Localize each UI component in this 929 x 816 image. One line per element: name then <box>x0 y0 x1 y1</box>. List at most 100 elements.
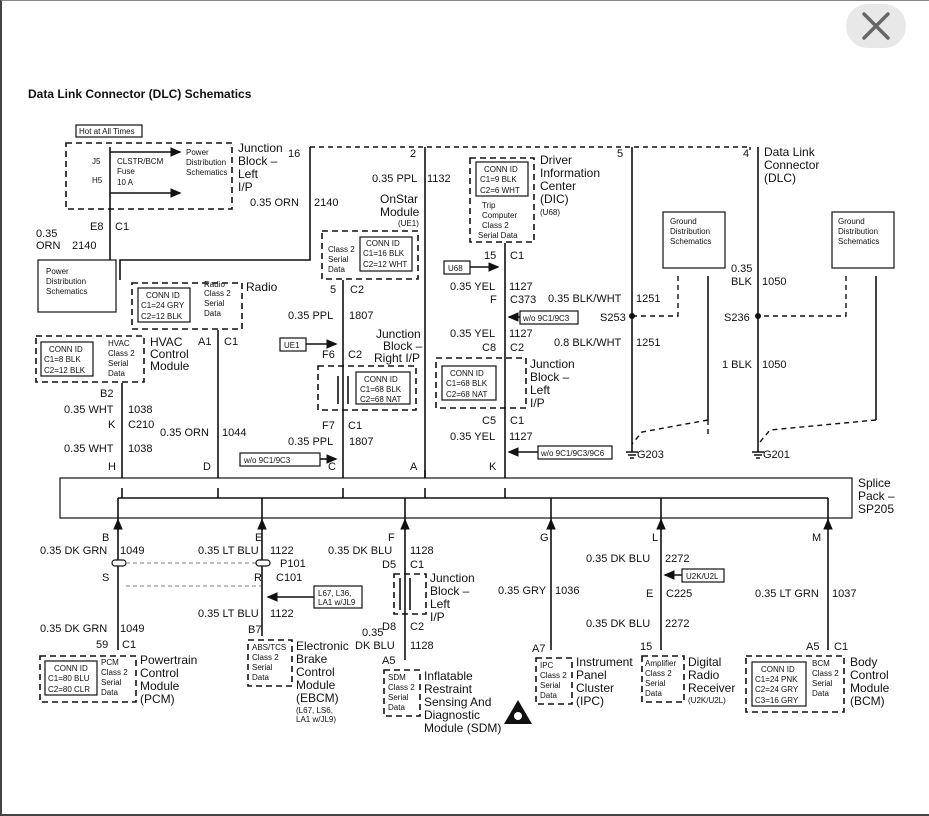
svg-text:ABS/TCS: ABS/TCS <box>252 643 286 652</box>
svg-text:Information: Information <box>540 166 600 180</box>
svg-text:DK BLU: DK BLU <box>355 640 395 652</box>
svg-text:Serial: Serial <box>645 679 666 688</box>
svg-text:0.35 YEL: 0.35 YEL <box>450 431 495 443</box>
svg-text:Driver: Driver <box>540 153 572 167</box>
svg-text:Ground: Ground <box>838 217 865 226</box>
svg-text:C2=80 CLR: C2=80 CLR <box>48 685 90 694</box>
svg-text:Serial: Serial <box>540 681 561 690</box>
onstar-module-box <box>321 230 419 280</box>
svg-text:C3=16 GRY: C3=16 GRY <box>755 696 799 705</box>
svg-text:10 A: 10 A <box>117 178 134 187</box>
svg-text:Block –: Block – <box>238 154 278 168</box>
svg-text:HVAC: HVAC <box>108 339 130 348</box>
svg-text:Receiver: Receiver <box>688 681 735 695</box>
svg-text:C225: C225 <box>666 588 692 600</box>
svg-text:(L67, LS6,: (L67, LS6, <box>296 706 333 715</box>
svg-text:Distribution: Distribution <box>186 158 226 167</box>
svg-text:0.35 DK BLU: 0.35 DK BLU <box>586 553 650 565</box>
svg-text:C1=9 BLK: C1=9 BLK <box>480 175 517 184</box>
svg-text:E8: E8 <box>90 221 103 233</box>
svg-text:0.35 DK BLU: 0.35 DK BLU <box>328 545 392 557</box>
svg-text:PCM: PCM <box>101 658 119 667</box>
digital-radio-receiver-box <box>641 655 685 703</box>
svg-text:C1=68 BLK: C1=68 BLK <box>446 379 488 388</box>
svg-text:F: F <box>490 294 497 306</box>
svg-text:ORN: ORN <box>36 240 61 252</box>
svg-text:5: 5 <box>330 284 336 296</box>
svg-text:1122: 1122 <box>270 608 294 620</box>
svg-text:0.35 ORN: 0.35 ORN <box>250 197 299 209</box>
svg-text:1038: 1038 <box>128 443 152 455</box>
svg-text:Data: Data <box>388 703 405 712</box>
svg-text:G203: G203 <box>637 449 664 461</box>
svg-text:C2=12 BLK: C2=12 BLK <box>141 312 183 321</box>
svg-text:C: C <box>328 461 336 473</box>
svg-text:Radio: Radio <box>204 280 225 289</box>
svg-text:Data: Data <box>204 309 221 318</box>
svg-text:Power: Power <box>186 148 209 157</box>
svg-text:w/o 9C1/9C3: w/o 9C1/9C3 <box>522 314 570 323</box>
hot-at-all-times-box <box>75 124 143 138</box>
svg-text:SDM: SDM <box>388 673 406 682</box>
ground-distribution-box-2 <box>831 211 895 269</box>
svg-text:C1: C1 <box>410 559 424 571</box>
svg-text:(UE1): (UE1) <box>398 219 419 228</box>
svg-text:S: S <box>102 572 109 584</box>
svg-text:Control: Control <box>150 347 189 361</box>
svg-text:Data: Data <box>108 369 125 378</box>
svg-text:2272: 2272 <box>665 618 689 630</box>
svg-text:Left: Left <box>238 167 259 181</box>
svg-text:C2=68 NAT: C2=68 NAT <box>360 395 402 404</box>
svg-text:1251: 1251 <box>636 293 660 305</box>
svg-text:59: 59 <box>96 639 108 651</box>
svg-text:1049: 1049 <box>120 623 144 635</box>
svg-text:A7: A7 <box>532 643 545 655</box>
svg-text:LA1 w/JL9: LA1 w/JL9 <box>318 598 356 607</box>
svg-text:C1: C1 <box>122 639 136 651</box>
svg-text:Serial: Serial <box>204 299 225 308</box>
svg-text:Connector: Connector <box>764 158 819 172</box>
svg-text:C2=6 WHT: C2=6 WHT <box>480 186 520 195</box>
svg-text:Distribution: Distribution <box>670 227 710 236</box>
sdm-module-box <box>383 669 421 717</box>
svg-text:1251: 1251 <box>636 337 660 349</box>
svg-text:1038: 1038 <box>128 404 152 416</box>
svg-text:Body: Body <box>850 655 877 669</box>
svg-text:Block –: Block – <box>530 370 570 384</box>
ipc-module-box <box>535 657 573 705</box>
svg-text:(EBCM): (EBCM) <box>296 691 339 705</box>
svg-text:G: G <box>540 532 549 544</box>
svg-text:Module: Module <box>380 205 420 219</box>
svg-text:B: B <box>102 532 109 544</box>
svg-text:0.35 BLK/WHT: 0.35 BLK/WHT <box>548 293 622 305</box>
svg-text:Electronic: Electronic <box>296 639 349 653</box>
svg-text:Data: Data <box>812 689 829 698</box>
svg-text:C1: C1 <box>834 641 848 653</box>
svg-text:F7: F7 <box>322 420 335 432</box>
svg-text:(BCM): (BCM) <box>850 694 885 708</box>
svg-text:C101: C101 <box>276 572 302 584</box>
svg-text:Panel: Panel <box>576 668 607 682</box>
svg-text:D: D <box>203 461 211 473</box>
svg-text:(IPC): (IPC) <box>576 694 604 708</box>
svg-text:1128: 1128 <box>410 545 434 557</box>
svg-text:Diagnostic: Diagnostic <box>424 708 480 722</box>
svg-text:Class 2: Class 2 <box>482 221 509 230</box>
svg-text:CONN ID: CONN ID <box>54 664 88 673</box>
svg-text:C2=68 NAT: C2=68 NAT <box>446 390 488 399</box>
svg-text:C2: C2 <box>410 621 424 633</box>
svg-text:Control: Control <box>296 665 335 679</box>
ground-distribution-box-1 <box>662 211 726 269</box>
svg-text:Class 2: Class 2 <box>101 668 128 677</box>
svg-text:BLK: BLK <box>731 276 752 288</box>
svg-text:Junction: Junction <box>376 327 421 341</box>
svg-text:Class 2: Class 2 <box>328 245 355 254</box>
svg-text:Class 2: Class 2 <box>645 669 672 678</box>
svg-text:0.35: 0.35 <box>731 263 752 275</box>
svg-text:C8: C8 <box>482 342 496 354</box>
close-button[interactable] <box>846 4 906 48</box>
svg-text:Junction: Junction <box>238 141 283 155</box>
svg-text:CONN ID: CONN ID <box>450 369 484 378</box>
svg-text:Amplifier: Amplifier <box>645 659 676 668</box>
